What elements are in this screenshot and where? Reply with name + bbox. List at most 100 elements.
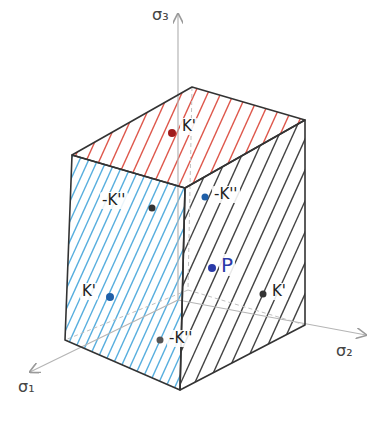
hatch-line (320, 0, 380, 420)
hatch-line (0, 0, 3, 420)
hatch-line (0, 0, 107, 420)
hatch-line (122, 0, 312, 420)
hatch-line (0, 0, 60, 420)
point-dot (202, 194, 209, 201)
hatch-line (0, 0, 29, 420)
hatch-line (7, 0, 197, 420)
hatch-line (250, 0, 380, 420)
hatch-line (24, 0, 214, 420)
left-face-outline (65, 155, 185, 390)
hatch-line (108, 0, 298, 420)
hatch-line (331, 0, 380, 420)
hatch-line (25, 0, 215, 420)
hatch-line (0, 0, 94, 420)
point-dot (168, 129, 176, 137)
hatch-line (66, 0, 256, 420)
blue-hatching (0, 0, 380, 420)
hatch-line (38, 0, 228, 420)
point-label: K' (180, 118, 198, 135)
hatch-line (0, 0, 172, 420)
hatch-line (241, 0, 380, 420)
hatch-line (0, 0, 130, 420)
hatch-line (99, 0, 289, 420)
cube-edges (65, 87, 305, 390)
hatch-line (164, 0, 354, 420)
hatch-line (281, 0, 380, 420)
hatch-line (0, 0, 134, 420)
right-face-outline (180, 120, 305, 390)
hatch-line (307, 0, 380, 420)
hatch-line (0, 0, 62, 420)
hatch-line (0, 0, 144, 420)
hatch-line (52, 0, 242, 420)
hatch-line (332, 0, 380, 420)
hatch-line (88, 0, 278, 420)
hatch-line (0, 0, 46, 420)
hatch-line (0, 0, 188, 420)
hatch-line (8, 0, 198, 420)
hatch-line (333, 0, 380, 420)
hatch-line (196, 0, 380, 420)
hatch-line (0, 0, 186, 420)
hatch-line (150, 0, 340, 420)
hatch-line (262, 0, 380, 420)
hatch-line (106, 0, 296, 420)
hatch-line (322, 0, 380, 420)
sigma2-axis (178, 300, 366, 335)
hatch-line (0, 0, 74, 420)
top-face-outline (72, 87, 305, 188)
hatch-line (0, 0, 116, 420)
hatch-line (276, 0, 380, 420)
hatch-line (0, 0, 146, 420)
hatch-line (286, 0, 380, 420)
axis-label: σ₃ (150, 6, 171, 24)
hatch-line (290, 0, 380, 420)
hatch-line (178, 0, 368, 420)
hatch-line (142, 0, 332, 420)
hatch-line (0, 0, 32, 420)
hatch-line (304, 0, 380, 420)
hatch-line (10, 0, 200, 420)
hatch-line (115, 0, 305, 420)
hatch-line (360, 0, 380, 420)
hatch-line (124, 0, 314, 420)
hatch-line (0, 0, 102, 420)
hatch-line (232, 0, 380, 420)
hatch-line (178, 0, 368, 420)
hatch-line (0, 0, 80, 420)
hatch-line (0, 0, 18, 420)
hatch-line (43, 0, 233, 420)
point-dot (149, 205, 156, 212)
point-label: K' (270, 283, 288, 300)
hatch-line (192, 0, 380, 420)
hatch-line (248, 0, 380, 420)
hatch-line (259, 0, 380, 420)
hatch-line (169, 0, 359, 420)
hatch-line (0, 0, 158, 420)
hatch-line (206, 0, 380, 420)
hatch-line (0, 0, 143, 420)
hatch-line (136, 0, 326, 420)
hatch-line (0, 0, 4, 420)
hatch-line (80, 0, 270, 420)
hatch-line (0, 0, 17, 420)
sigma3-axis (177, 14, 178, 300)
point-dot (208, 264, 216, 272)
hatch-line (177, 0, 367, 420)
hatch-line (61, 0, 251, 420)
hatch-line (0, 0, 16, 420)
hatch-line (0, 0, 125, 420)
point-label: P (219, 254, 235, 276)
hatch-line (216, 0, 380, 420)
hatch-line (318, 0, 380, 420)
hatch-line (359, 0, 380, 420)
hatch-line (242, 0, 380, 420)
hatch-line (295, 0, 380, 420)
hatch-line (376, 0, 380, 420)
hatch-line (0, 0, 68, 420)
hatch-line (0, 0, 88, 420)
hatch-line (151, 0, 341, 420)
hatch-line (34, 0, 224, 420)
